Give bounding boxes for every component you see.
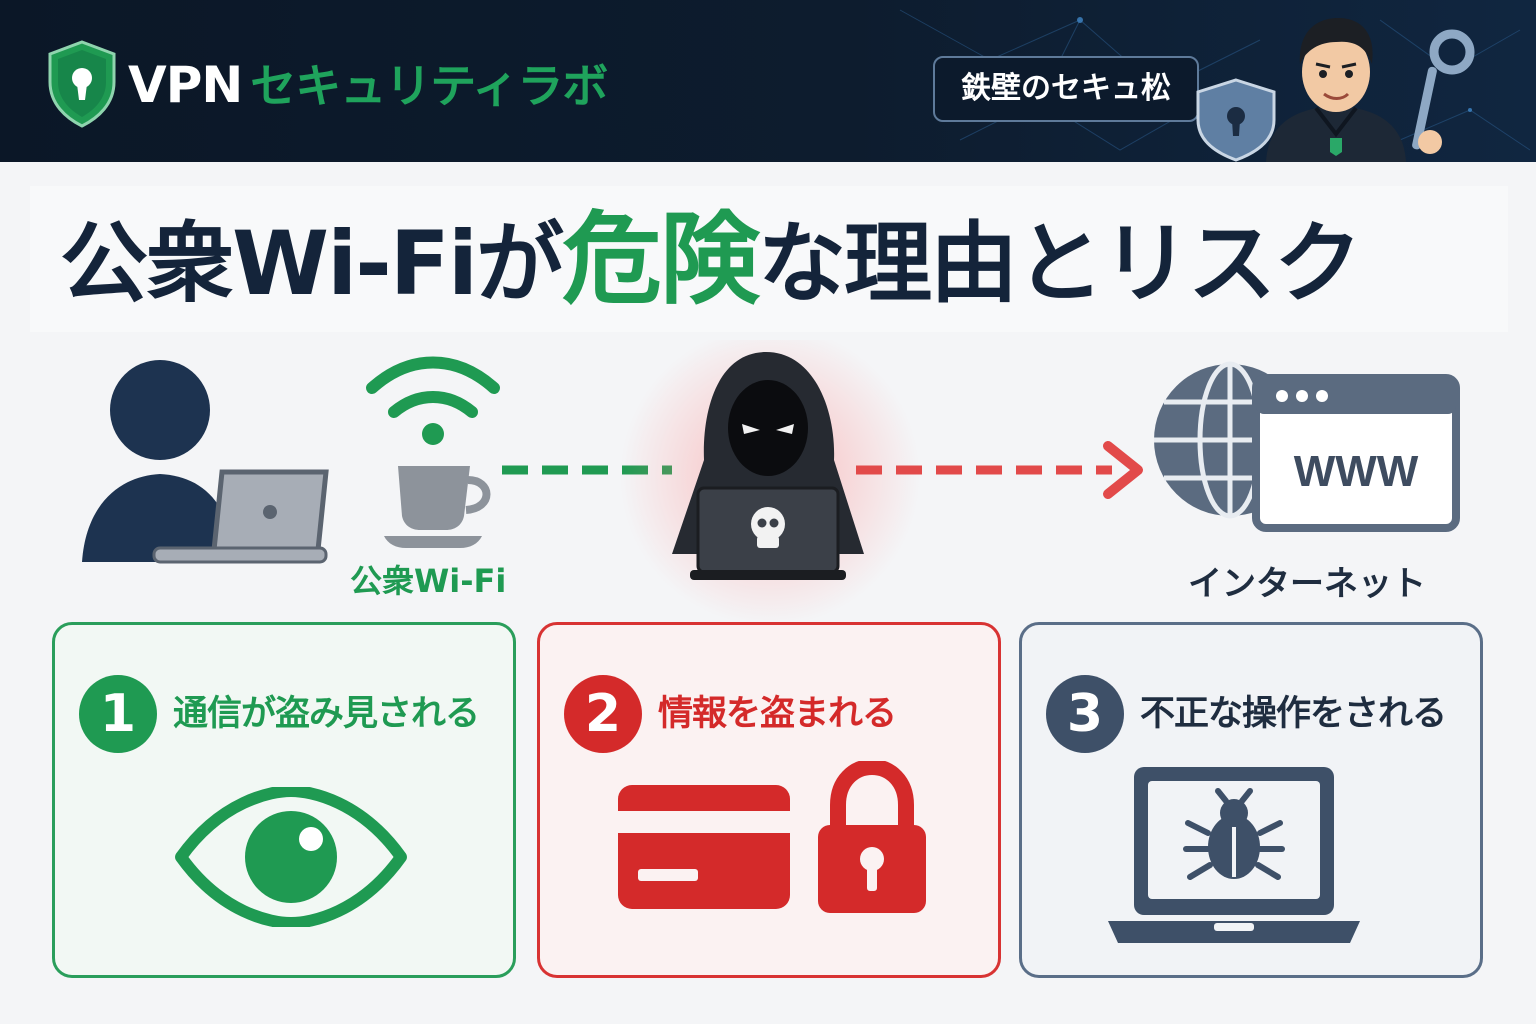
internet-label: インターネット: [1188, 564, 1426, 604]
risk-title: 不正な操作をされる: [1140, 694, 1447, 734]
shield-lock-logo-icon: [48, 40, 116, 128]
arrow-right-icon: [1103, 441, 1143, 499]
laptop-with-bug-icon: [1108, 767, 1360, 943]
bug-icon: [1183, 788, 1285, 880]
wifi-signal-icon: [366, 356, 500, 445]
credit-card-icon: [618, 785, 790, 909]
risk-card-eavesdropping: 1 通信が盗み見される: [52, 622, 516, 978]
brand-primary: VPN: [128, 56, 243, 114]
attack-flow-diagram: WWW: [82, 340, 1460, 620]
browser-window-icon: [1252, 374, 1460, 532]
page-title: 公衆Wi-Fiが危険な理由とリスク: [60, 200, 1362, 320]
risk-card-data-theft: 2 情報を盗まれる: [537, 622, 1001, 978]
browser-www-text: WWW: [1294, 447, 1419, 496]
mascot-name-badge: 鉄壁のセキュ松: [933, 56, 1199, 122]
risk-number-badge: 3: [1046, 675, 1124, 753]
title-highlight-danger: 危険: [562, 201, 760, 318]
title-part-2: な理由とリスク: [758, 212, 1362, 315]
risk-title: 通信が盗み見される: [173, 694, 480, 734]
hacker-icon: [620, 340, 920, 620]
coffee-cup-icon: [384, 466, 491, 548]
padlock-icon: [818, 761, 926, 913]
user-with-laptop-icon: [82, 360, 329, 564]
risk-number-badge: 1: [79, 675, 157, 753]
mascot-character-icon: [1196, 18, 1475, 162]
risk-card-unauthorized-operation: 3 不正な操作をされる: [1019, 622, 1483, 978]
eye-icon: [175, 787, 407, 927]
risk-title: 情報を盗まれる: [658, 694, 897, 734]
title-part-1: 公衆Wi-Fiが: [60, 212, 564, 315]
risk-number-badge: 2: [564, 675, 642, 753]
wifi-label: 公衆Wi-Fi: [350, 562, 507, 600]
brand-secondary: セキュリティラボ: [250, 59, 608, 113]
headline-band: [30, 186, 1508, 332]
